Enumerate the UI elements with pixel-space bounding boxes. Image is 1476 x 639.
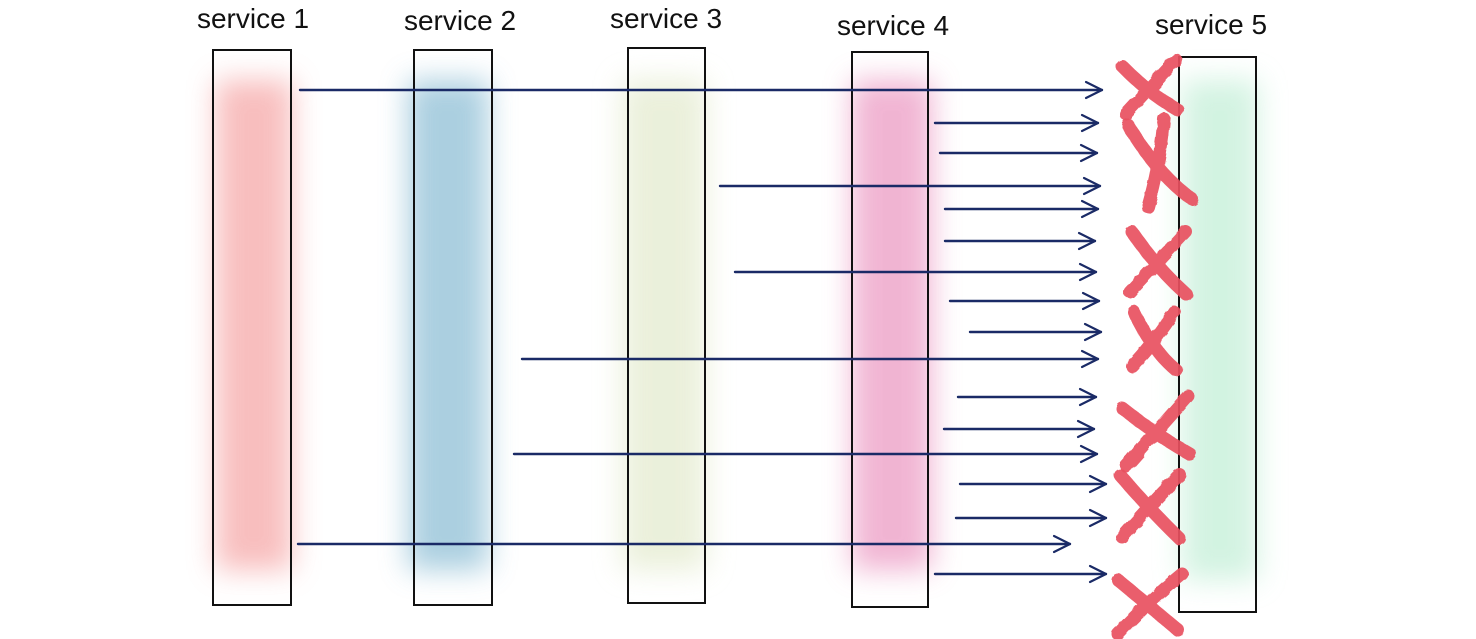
service-5-box — [1178, 56, 1257, 613]
service-3-label: service 3 — [610, 3, 722, 34]
service-5-label: service 5 — [1155, 9, 1267, 40]
service-2-label: service 2 — [404, 5, 516, 36]
service-column-2: service 2 — [404, 5, 516, 606]
service-column-3: service 3 — [610, 3, 722, 604]
service-3-glow — [622, 80, 706, 570]
service-column-4: service 4 — [837, 10, 949, 608]
service-3-box — [627, 47, 706, 604]
service-1-label: service 1 — [197, 3, 309, 34]
x-mark-icon — [1111, 567, 1189, 639]
service-4-box — [851, 51, 929, 608]
x-mark-icon — [1113, 468, 1187, 546]
service-1-glow — [216, 80, 292, 570]
service-1-box — [212, 49, 292, 606]
service-2-box — [413, 49, 493, 606]
service-4-label: service 4 — [837, 10, 949, 41]
x-mark-icon — [1121, 112, 1199, 214]
failure-marks — [1111, 53, 1199, 639]
request-arrows — [296, 80, 1108, 584]
service-4-glow — [852, 80, 932, 570]
service-2-glow — [408, 80, 488, 570]
x-mark-icon — [1125, 305, 1183, 377]
x-mark-icon — [1115, 53, 1185, 121]
x-mark-icon — [1123, 225, 1193, 301]
service-column-5: service 5 — [1155, 9, 1267, 613]
service-5-glow — [1182, 80, 1258, 580]
service-column-1: service 1 — [197, 3, 309, 606]
x-mark-icon — [1115, 389, 1197, 473]
